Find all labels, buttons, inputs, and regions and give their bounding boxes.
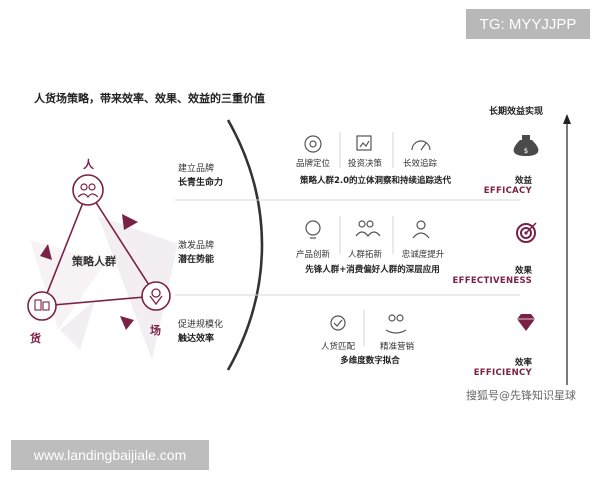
watermark: 搜狐号@先锋知识星球 [466,389,576,402]
row2-en: EFFECTIVENESS [452,276,532,286]
row3-icon2-label: 精准营销 [379,342,414,352]
row1-label: 建立品牌 长青生命力 [178,164,224,188]
match-icon [330,315,346,331]
row3-en: EFFICIENCY [473,368,532,378]
row3-icon1-label: 人货匹配 [320,342,355,352]
idea-icon [305,220,321,239]
row2-summary: 先锋人群+消费偏好人群的深层应用 [305,265,440,275]
axis-label: 长期效益实现 [489,107,544,117]
row3-label: 促进规模化 触达效率 [178,320,224,344]
dartboard-icon [516,222,537,243]
row3-icons [330,310,407,346]
chevron-divider [226,119,264,371]
triangle-decor [30,214,178,360]
money-bag-icon: $ [513,135,539,156]
row2-icon2-label: 人群拓新 [347,250,382,260]
accent-triangle-3 [120,316,134,330]
goods-node [27,291,57,321]
url-badge: www.landingbaijiale.com [11,440,209,470]
diagram-title: 人货场策略，带来效率、效果、效益的三重价值 [34,92,265,105]
triangle-label-goods: 货 [30,332,41,345]
svg-text:$: $ [524,147,528,155]
gauge-icon [411,140,431,151]
row1-icon1-label: 品牌定位 [295,159,330,169]
hand-people-icon [385,314,407,334]
axis-arrow-head [563,114,571,124]
row2-icon3-label: 忠诚度提升 [401,250,445,260]
row3-cn: 效率 [514,358,532,368]
chart-person-icon [356,135,372,151]
diamond-icon [517,314,535,331]
row1-summary: 策略人群2.0的立体洞察和持续追踪迭代 [299,176,452,186]
row1-en: EFFICACY [483,186,532,196]
row1-cn: 效益 [514,176,532,186]
row2-cn: 效果 [514,266,532,276]
row2-icon1-label: 产品创新 [295,250,330,260]
people-icon [355,220,381,237]
triangle-center-label: 策略人群 [72,255,116,268]
row1-icon3-label: 长效追踪 [402,159,437,169]
target-person-icon [304,135,322,153]
accent-triangle-1 [122,214,138,230]
triangle-label-person: 人 [83,158,94,171]
accent-triangle-2 [40,244,52,260]
triangle-label-place: 场 [150,324,161,337]
place-node [141,281,171,311]
row1-icon2-label: 投资决策 [347,159,382,169]
badge-person-icon [412,220,430,239]
person-node [72,174,104,206]
main-triangle [40,188,158,307]
row3-summary: 多维度数字拟合 [340,356,400,366]
tg-badge: TG: MYYJJPP [466,9,590,39]
row2-label: 激发品牌 潜在势能 [178,241,215,265]
row2-icons [305,216,430,254]
row1-icons [304,132,431,168]
